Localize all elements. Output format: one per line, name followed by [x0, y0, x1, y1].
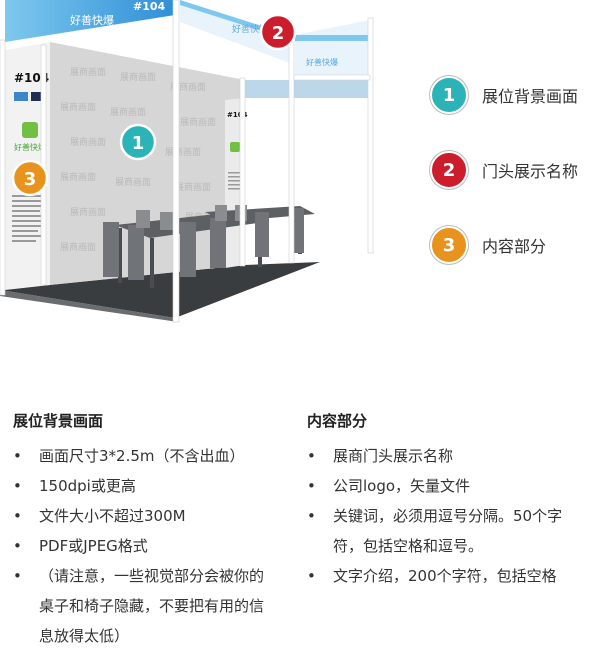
section-title: 内容部分 [307, 412, 368, 430]
fascia-front [5, 0, 175, 42]
list-item: （请注意，一些视觉部分会被你的桌子和椅子隐藏，不要把有用的信息放得太低） [13, 561, 273, 651]
callout-badge-1: 1 [119, 123, 157, 161]
pattern-text: 展商画面 [110, 106, 146, 118]
pattern-text: 展商画面 [120, 71, 156, 83]
list-item: 画面尺寸3*2.5m（不含出血） [13, 441, 273, 471]
pattern-text: 展商画面 [175, 181, 211, 193]
fascia-right-text: 好善快爆 [306, 57, 338, 67]
list-item: PDF或JPEG格式 [13, 531, 273, 561]
legend-label: 门头展示名称 [482, 162, 579, 181]
section-title: 展位背景画面 [13, 412, 104, 430]
booth-number-label: #104 [14, 71, 49, 85]
legend-item-3: 3 内容部分 [430, 225, 600, 265]
company-logo-icon [22, 122, 38, 138]
company-logo-icon [230, 142, 240, 152]
legend: 1 展位背景画面 2 门头展示名称 3 内容部分 [430, 75, 600, 300]
list-item: 文字介绍，200个字符，包括空格 [307, 561, 592, 591]
booth-floor [0, 262, 320, 318]
pattern-text: 展商画面 [70, 206, 106, 218]
pattern-text: 展商画面 [115, 176, 151, 188]
fascia-right [295, 20, 370, 80]
fascia-side [180, 0, 290, 63]
legend-item-1: 1 展位背景画面 [430, 75, 600, 115]
pattern-text: 展商画面 [70, 136, 106, 148]
list-item: 关键词，必须用逗号分隔。50个字符，包括空格和逗号。 [307, 501, 592, 561]
legend-badge: 1 [430, 76, 468, 114]
fascia-side-text: 好善快爆 [232, 23, 268, 35]
pattern-text: 展商画面 [60, 101, 96, 113]
svg-text:2: 2 [272, 23, 285, 44]
logo-text: 好善快爆 [14, 142, 46, 152]
list-item: 文件大小不超过300M [13, 501, 273, 531]
callout-badge-2: 2 [259, 13, 297, 51]
list-item: 150dpi或更高 [13, 471, 273, 501]
booth-illustration: 展商画面 展商画面 展商画面 展商画面 展商画面 展商画面 展商画面 展商画面 … [0, 0, 374, 323]
pattern-text: 展商画面 [60, 241, 96, 253]
legend-badge: 3 [430, 226, 468, 264]
fascia-booth-number: #104 [133, 0, 166, 13]
pattern-text: 展商画面 [60, 171, 96, 183]
pattern-text: 展商画面 [180, 116, 216, 128]
booth-number-label: #104 [227, 111, 248, 119]
spec-list: 展商门头展示名称 公司logo，矢量文件 关键词，必须用逗号分隔。50个字符，包… [307, 441, 592, 591]
list-item: 公司logo，矢量文件 [307, 471, 592, 501]
section-background-specs: 展位背景画面 画面尺寸3*2.5m（不含出血） 150dpi或更高 文件大小不超… [13, 410, 273, 651]
spec-list: 画面尺寸3*2.5m（不含出血） 150dpi或更高 文件大小不超过300M P… [13, 441, 273, 651]
fascia-brand-text: 好善快爆 [70, 13, 114, 27]
svg-text:1: 1 [132, 133, 145, 154]
pattern-text: 展商画面 [70, 66, 106, 78]
svg-text:3: 3 [24, 169, 37, 190]
legend-badge: 2 [430, 151, 468, 189]
legend-label: 内容部分 [482, 237, 547, 256]
pattern-text: 展商画面 [165, 146, 201, 158]
legend-label: 展位背景画面 [482, 87, 579, 106]
callout-badge-3: 3 [11, 159, 49, 197]
section-content-specs: 内容部分 展商门头展示名称 公司logo，矢量文件 关键词，必须用逗号分隔。50… [307, 410, 592, 591]
list-item: 展商门头展示名称 [307, 441, 592, 471]
legend-item-2: 2 门头展示名称 [430, 150, 600, 190]
